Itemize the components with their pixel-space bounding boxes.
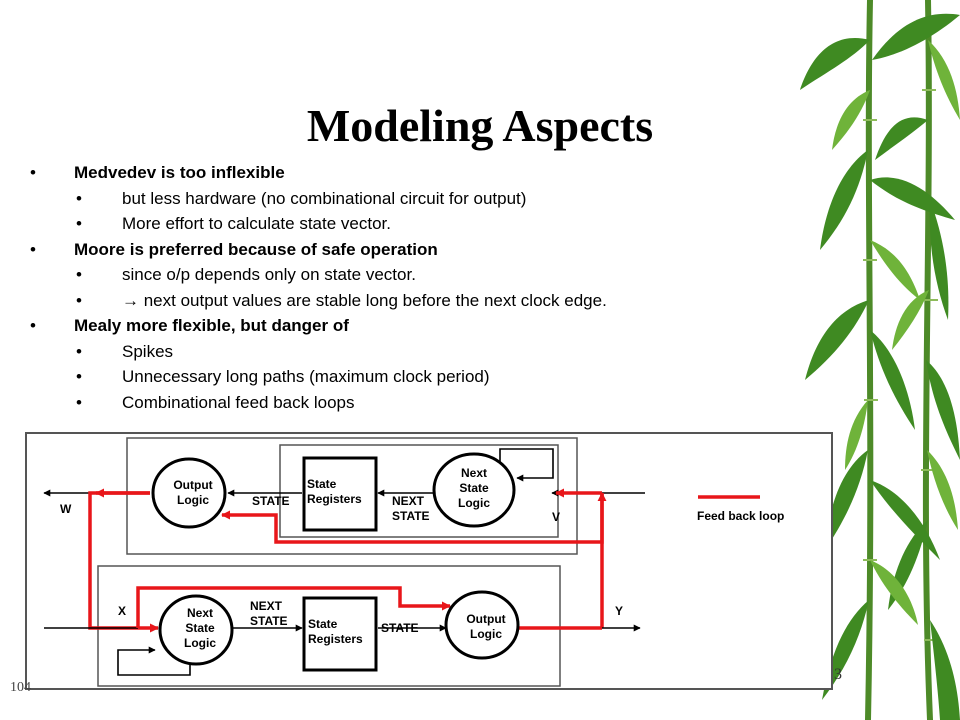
bottom-next-state-text: STATE (250, 614, 288, 628)
bottom-state-registers-label: Registers (308, 632, 363, 646)
corner-mark: 3 (834, 666, 842, 683)
bottom-next-state-text: NEXT (250, 599, 283, 613)
bottom-x-signal-label: X (118, 604, 126, 618)
top-state-registers-label: Registers (307, 492, 362, 506)
bottom-output-logic-label: Output (466, 612, 505, 626)
feedback-loop-x-to-output (136, 586, 451, 628)
top-machine-box (126, 437, 578, 555)
top-next-state-logic-node (432, 452, 516, 528)
top-next-state-logic-label: State (459, 481, 489, 495)
bottom-next-state-logic-node (158, 594, 234, 666)
top-state-registers-label: State (307, 477, 337, 491)
bullet-text: More effort to calculate state vector. (122, 214, 391, 233)
bottom-state-registers-label: State (308, 617, 338, 631)
bullet-item: •Mealy more flexible, but danger of (30, 316, 349, 335)
bottom-next-state-logic-label: State (185, 621, 215, 635)
top-v-signal-label: V (552, 510, 560, 524)
bullet-text: Unnecessary long paths (maximum clock pe… (122, 367, 490, 386)
top-next-state-text: NEXT (392, 494, 425, 508)
slide-title: Modeling Aspects (306, 100, 654, 151)
bullet-text: Moore is preferred because of safe opera… (74, 239, 438, 259)
top-output-logic-label: Output (173, 478, 212, 492)
top-output-logic-node (151, 457, 227, 529)
sub-bullet-item: •Spikes (76, 341, 174, 361)
legend-feedback-label: Feed back loop (697, 509, 784, 523)
bottom-state-registers-node (302, 596, 378, 672)
bottom-y-signal-label: Y (615, 604, 623, 618)
sub-bullet-item: •More effort to calculate state vector. (76, 214, 391, 233)
bottom-output-logic-label: Logic (470, 627, 502, 641)
sub-bullet-item: •Combinational feed back loops (76, 392, 355, 412)
bottom-state-text: STATE (381, 621, 419, 635)
bottom-next-state-logic-label: Logic (184, 636, 216, 650)
bullet-list: •Medvedev is too inflexible •but less ha… (24, 160, 824, 415)
bottom-machine-box (97, 565, 561, 687)
bullet-text: → next output values are stable long bef… (122, 290, 607, 310)
top-state-registers-node (302, 456, 378, 532)
bullet-item: •Moore is preferred because of safe oper… (30, 239, 438, 259)
top-self-loop (499, 448, 554, 482)
bullet-text: Mealy more flexible, but danger of (74, 316, 349, 335)
top-next-state-text: STATE (392, 509, 430, 523)
bullet-text: Spikes (122, 341, 174, 361)
bullet-text: since o/p depends only on state vector. (122, 265, 416, 284)
top-w-signal-label: W (60, 502, 72, 516)
bottom-output-logic-node (444, 590, 520, 660)
top-output-logic-label: Logic (177, 493, 209, 507)
slide-number: 104 (10, 680, 31, 695)
top-state-text: STATE (252, 494, 290, 508)
sub-bullet-item: •Unnecessary long paths (maximum clock p… (76, 367, 490, 386)
bamboo-decoration (800, 0, 960, 720)
bullet-text: Medvedev is too inflexible (74, 163, 285, 182)
sub-bullet-item: •since o/p depends only on state vector. (76, 265, 416, 284)
sub-bullet-item: •→ next output values are stable long be… (76, 290, 607, 310)
top-next-state-logic-label: Logic (458, 496, 490, 510)
sub-bullet-item: •but less hardware (no combinational cir… (76, 188, 527, 208)
bottom-self-loop (117, 646, 191, 676)
bullet-text: Combinational feed back loops (122, 392, 355, 412)
top-next-state-logic-label: Next (461, 466, 487, 480)
bullet-item: •Medvedev is too inflexible (30, 163, 285, 182)
bottom-next-state-logic-label: Next (187, 606, 213, 620)
bullet-text: but less hardware (no combinational circ… (122, 188, 527, 208)
